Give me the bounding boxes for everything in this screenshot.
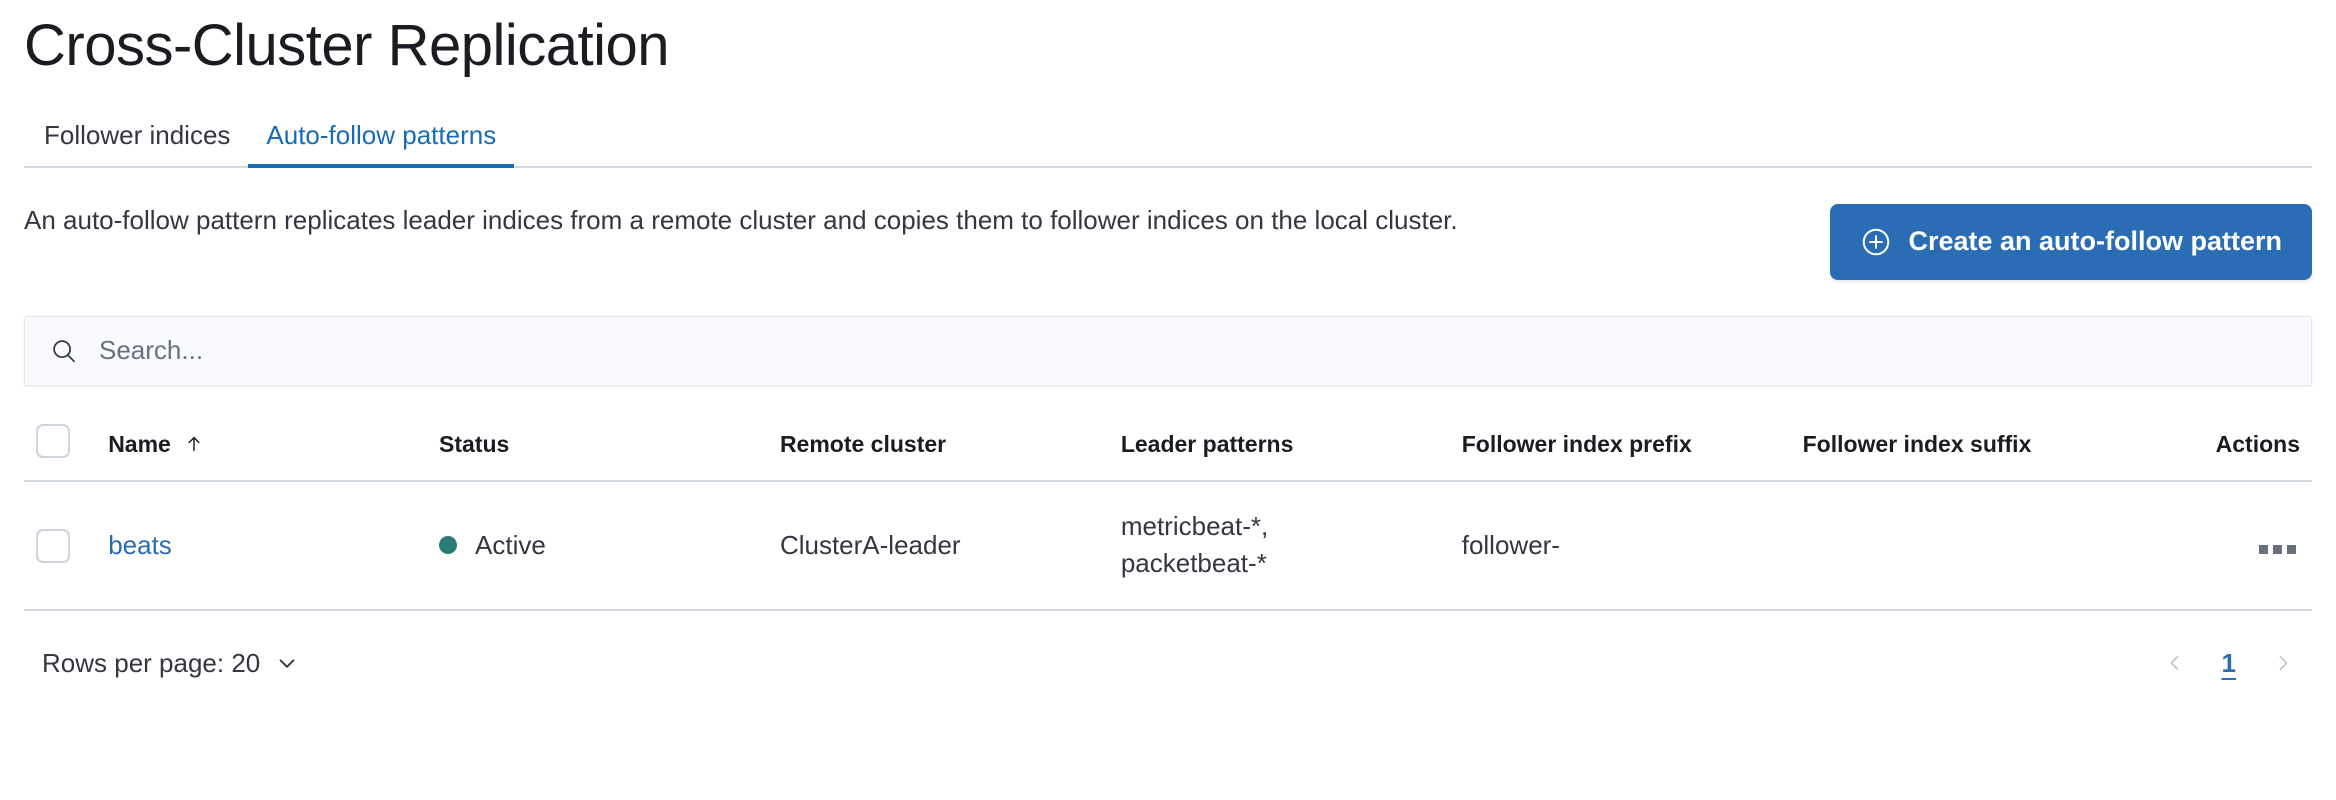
column-header-leader-patterns[interactable]: Leader patterns [1108,413,1450,482]
tab-auto-follow-patterns[interactable]: Auto-follow patterns [248,122,515,168]
pattern-name-link[interactable]: beats [108,529,172,560]
status-dot-icon [439,536,458,555]
row-select-cell [24,480,97,612]
chevron-down-icon [274,650,300,676]
cell-status: Active [427,480,768,612]
column-header-follower-index-suffix[interactable]: Follower index suffix [1790,413,2162,482]
column-header-name-label: Name [108,430,171,457]
plus-in-circle-icon [1860,226,1892,258]
table-body: beats Active ClusterA-leader metricbeat-… [24,480,2312,612]
cell-remote-cluster: ClusterA-leader [767,480,1109,612]
table-row: beats Active ClusterA-leader metricbeat-… [24,480,2312,612]
tab-follower-indices[interactable]: Follower indices [24,122,248,166]
row-checkbox[interactable] [36,528,70,563]
search-icon [49,336,79,366]
cell-follower-index-suffix [1790,480,2162,612]
page-title: Cross-Cluster Replication [24,13,670,78]
rows-per-page-label: Rows per page: 20 [42,647,261,678]
column-header-follower-index-prefix[interactable]: Follower index prefix [1449,413,1791,482]
search-input[interactable] [97,334,2287,368]
cell-follower-index-prefix: follower- [1449,480,1791,612]
table-header-row: Name Status Remote cluster Leader patter… [24,413,2312,482]
search-bar[interactable] [24,315,2312,386]
tab-bar: Follower indices Auto-follow patterns [24,106,2312,168]
cell-name: beats [96,480,428,612]
column-header-remote-cluster[interactable]: Remote cluster [767,413,1109,482]
table-footer: Rows per page: 20 1 [24,641,2312,685]
column-header-actions: Actions [2161,413,2312,482]
chevron-right-icon[interactable] [2266,641,2300,685]
rows-per-page-selector[interactable]: Rows per page: 20 [36,647,306,680]
cell-actions [2161,480,2312,612]
select-all-checkbox[interactable] [36,423,70,458]
column-header-name[interactable]: Name [96,413,428,482]
intro-section: An auto-follow pattern replicates leader… [24,202,2312,280]
column-header-status[interactable]: Status [427,413,768,482]
create-button-label: Create an auto-follow pattern [1908,226,2282,257]
table-head: Name Status Remote cluster Leader patter… [24,413,2312,482]
pagination-page-1[interactable]: 1 [2216,648,2242,679]
arrow-up-icon [183,433,205,455]
chevron-left-icon[interactable] [2158,641,2192,685]
status-badge: Active [475,529,546,560]
pagination: 1 [2158,641,2300,685]
select-all-header [24,413,97,482]
intro-description: An auto-follow pattern replicates leader… [24,204,1458,235]
more-actions-icon[interactable] [2255,541,2300,558]
cell-leader-patterns: metricbeat-*, packetbeat-* [1108,480,1450,612]
create-auto-follow-pattern-button[interactable]: Create an auto-follow pattern [1830,203,2312,280]
auto-follow-patterns-table: Name Status Remote cluster Leader patter… [24,413,2312,612]
